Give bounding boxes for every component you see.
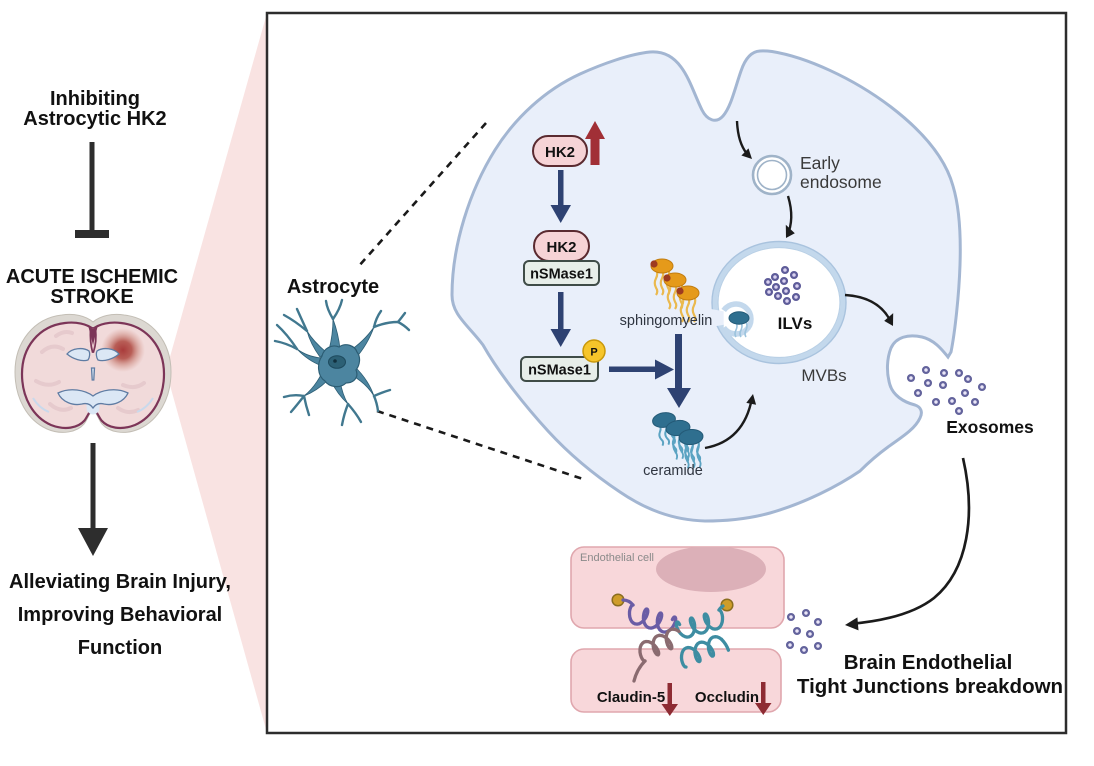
svg-text:Function: Function [78,637,162,659]
svg-text:Astrocyte: Astrocyte [287,276,379,298]
svg-text:HK2: HK2 [545,144,575,161]
svg-text:Occludin: Occludin [695,689,759,706]
svg-text:Endothelial cell: Endothelial cell [580,552,654,564]
svg-text:P: P [590,347,597,359]
svg-text:Astrocytic HK2: Astrocytic HK2 [23,108,166,130]
svg-text:Tight Junctions breakdown: Tight Junctions breakdown [797,675,1063,698]
svg-text:MVBs: MVBs [801,366,846,385]
svg-text:Improving Behavioral: Improving Behavioral [18,604,223,626]
svg-text:Brain Endothelial: Brain Endothelial [844,651,1013,674]
svg-text:nSMase1: nSMase1 [530,267,593,283]
svg-text:Inhibiting: Inhibiting [50,88,140,110]
svg-text:nSMase1: nSMase1 [528,363,591,379]
svg-text:HK2: HK2 [546,239,576,256]
svg-text:Exosomes: Exosomes [946,417,1034,437]
svg-text:sphingomyelin: sphingomyelin [620,313,713,329]
svg-text:ILVs: ILVs [778,314,813,333]
svg-text:Claudin-5: Claudin-5 [597,689,665,706]
svg-text:Alleviating Brain Injury,: Alleviating Brain Injury, [9,571,231,593]
svg-text:ceramide: ceramide [643,463,703,479]
svg-text:STROKE: STROKE [50,286,133,308]
svg-text:endosome: endosome [800,172,882,192]
svg-text:ACUTE ISCHEMIC: ACUTE ISCHEMIC [6,266,178,288]
svg-text:Early: Early [800,153,840,173]
